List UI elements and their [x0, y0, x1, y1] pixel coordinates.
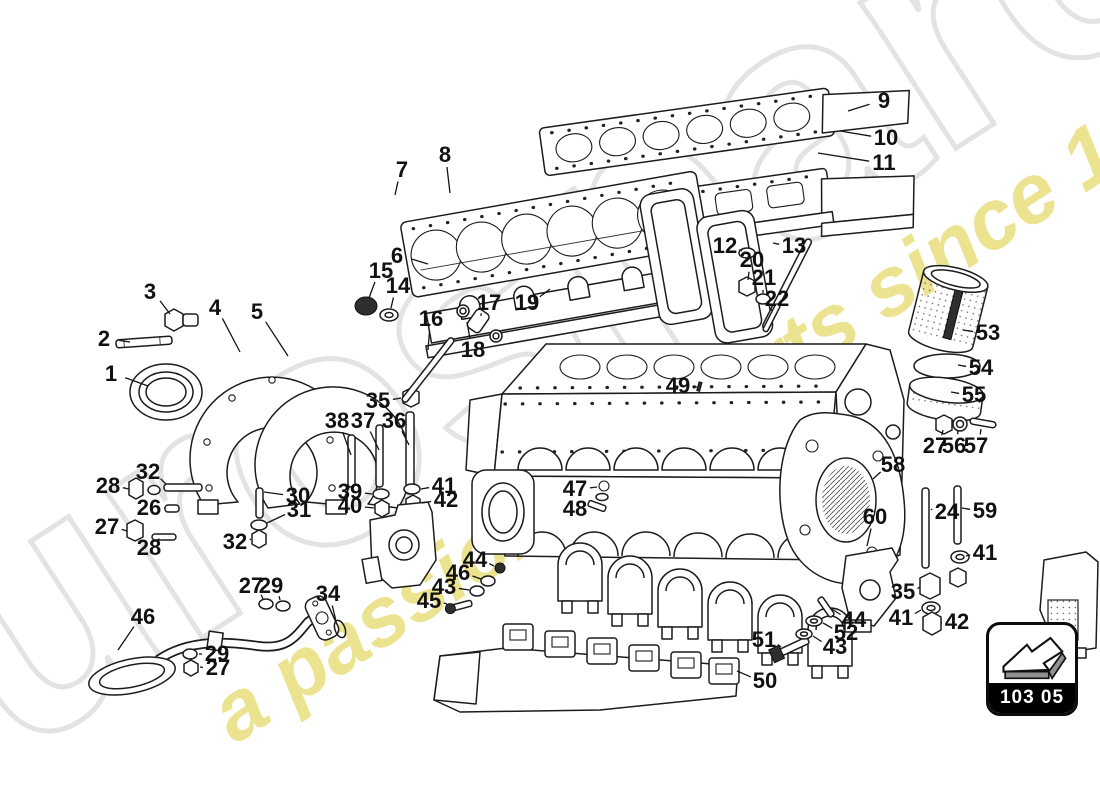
- part-cylinder-liner: [907, 264, 989, 354]
- studs-top-right: [738, 238, 813, 333]
- part-engine-mount-center: [841, 547, 899, 633]
- back-arrow-3d-icon: [989, 625, 1075, 683]
- part-engine-mount-left: [361, 501, 437, 589]
- part-stud-2: [115, 335, 173, 349]
- hardware-left: [126, 477, 268, 549]
- hardware-right-lower: [919, 485, 970, 636]
- plug-and-fittings: [354, 296, 503, 403]
- hardware-mount-left: [444, 562, 506, 615]
- part-bedplate: [433, 623, 740, 713]
- part-spacer-plate: [425, 256, 728, 359]
- hardware-bottom-center: [768, 596, 835, 664]
- part-liner-ring: [906, 376, 984, 422]
- part-oil-pickup-pipe: [88, 595, 347, 696]
- hardware-right-upper: [935, 414, 997, 435]
- part-clutch-housing: [779, 412, 906, 585]
- part-seal-ring: [129, 363, 203, 421]
- part-number-box[interactable]: 103 05: [986, 622, 1078, 716]
- part-side-gaskets: [639, 188, 774, 344]
- part-box-code: 103 05: [989, 683, 1075, 713]
- main-bearing-caps: [557, 542, 853, 679]
- part-plug-3: [164, 308, 199, 332]
- part-head-gasket: [538, 87, 910, 177]
